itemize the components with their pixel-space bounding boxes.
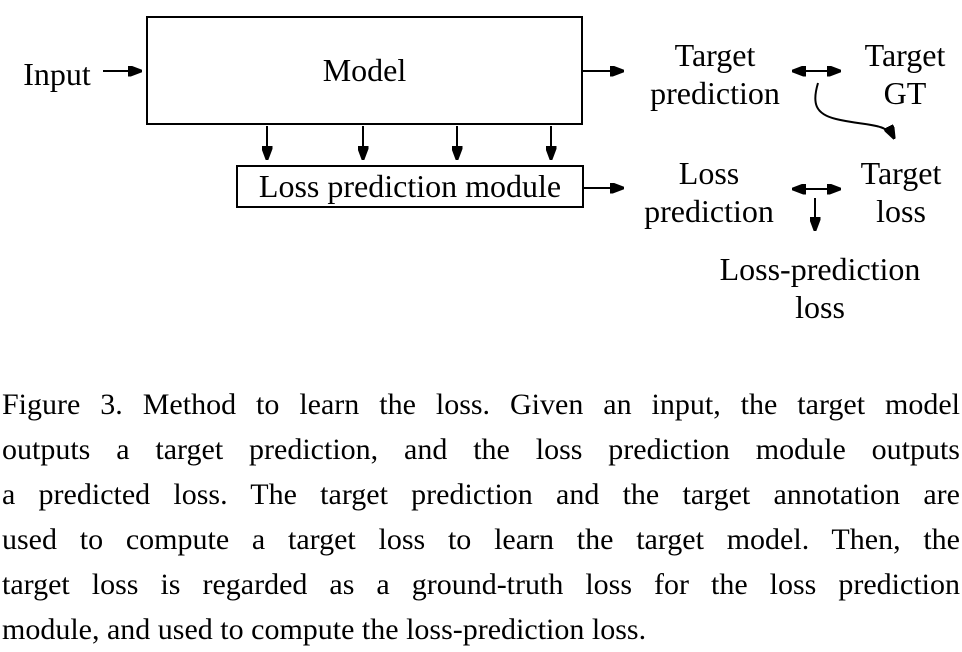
loss-prediction-loss-label: Loss-prediction loss [710, 250, 930, 326]
target-prediction-label: Target prediction [633, 36, 797, 112]
loss-prediction-loss-line2: loss [795, 289, 845, 325]
caption-line-5: target loss is regarded as a ground-trut… [2, 568, 960, 601]
target-gt-label: Target GT [823, 36, 962, 112]
loss-prediction-module-label: Loss prediction module [258, 168, 562, 204]
target-loss-label: Target loss [819, 154, 962, 230]
gt-to-target-loss-curved-arrow [814, 82, 894, 138]
model-box-label: Model [322, 52, 407, 88]
loss-prediction-line1: Loss [678, 155, 740, 191]
target-gt-line2: GT [883, 75, 927, 111]
loss-prediction-module-box: Loss prediction module [236, 165, 584, 208]
figure-caption: Figure 3. Method to learn the loss. Give… [2, 382, 960, 652]
caption-line-6: module, and used to compute the loss-pre… [2, 613, 647, 646]
target-loss-line2: loss [876, 193, 926, 229]
model-box: Model [146, 16, 583, 125]
caption-line-3: a predicted loss. The target prediction … [2, 478, 960, 511]
target-prediction-line2: prediction [650, 75, 780, 111]
loss-prediction-label: Loss prediction [627, 154, 791, 230]
loss-prediction-loss-line1: Loss-prediction [719, 251, 921, 287]
caption-line-1: Figure 3. Method to learn the loss. Give… [2, 388, 960, 421]
target-gt-line1: Target [864, 37, 946, 73]
loss-prediction-line2: prediction [644, 193, 774, 229]
input-label: Input [23, 56, 91, 92]
caption-line-2: outputs a target prediction, and the los… [2, 433, 960, 466]
target-loss-line1: Target [860, 155, 942, 191]
caption-line-4: used to compute a target loss to learn t… [2, 523, 960, 556]
target-prediction-line1: Target [674, 37, 756, 73]
